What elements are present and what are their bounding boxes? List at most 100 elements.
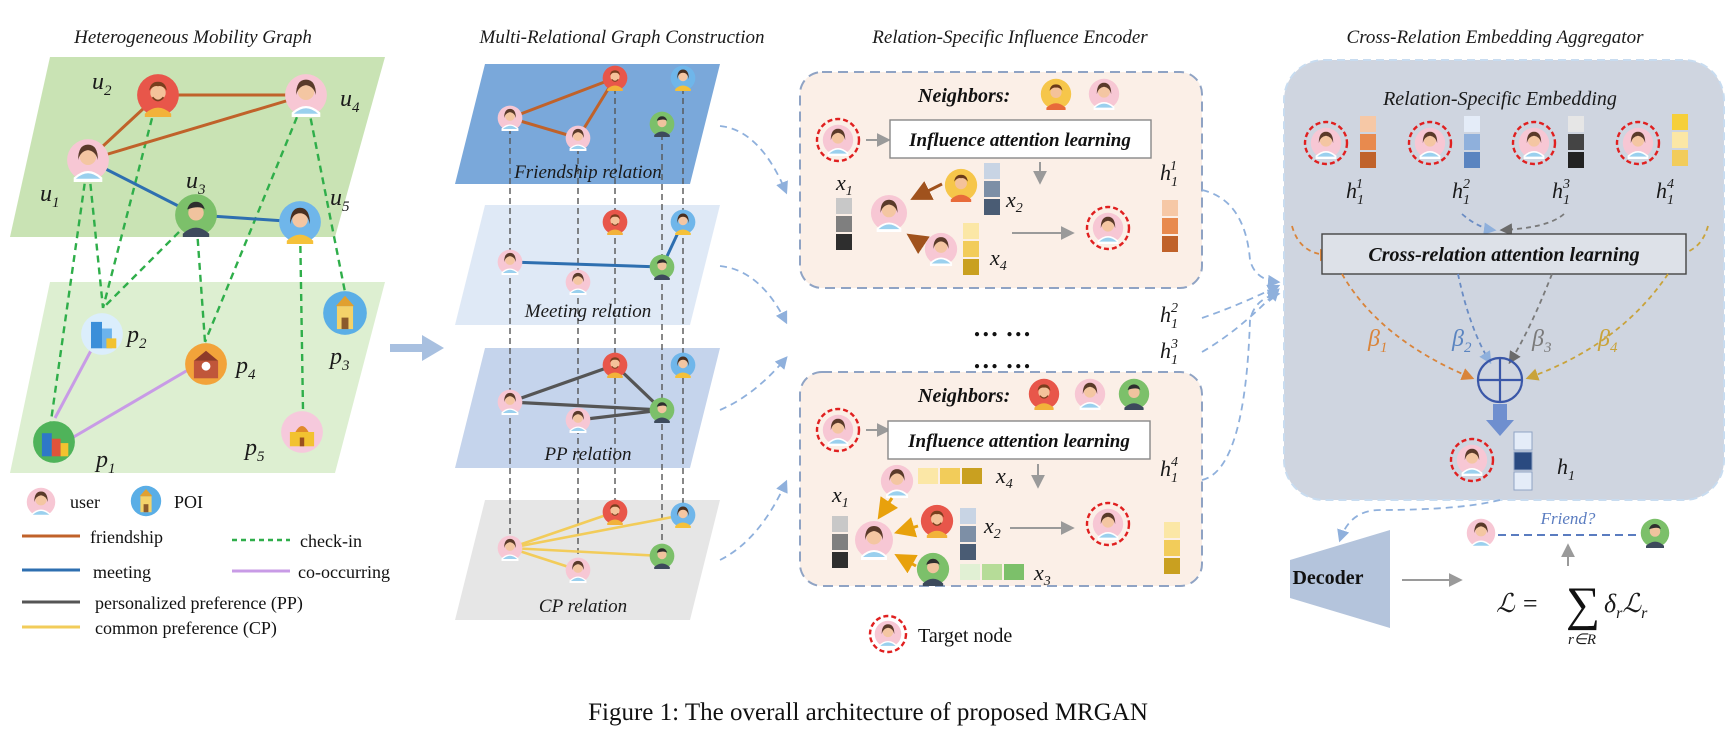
svg-text:r∈R: r∈R bbox=[1568, 632, 1596, 648]
plane-cp bbox=[455, 500, 720, 620]
label-p2: p2 bbox=[125, 322, 147, 352]
svg-text:β1: β1 bbox=[1367, 326, 1387, 356]
aggregator-panel bbox=[1283, 59, 1725, 501]
ellipsis-2: … … bbox=[973, 345, 1032, 374]
het-graph-title: Heterogeneous Mobility Graph bbox=[73, 27, 312, 48]
rse-label: Relation-Specific Embedding bbox=[1382, 88, 1617, 110]
h1-final-label: h1 bbox=[1557, 454, 1575, 484]
cross-relation-label: Cross-relation attention learning bbox=[1368, 244, 1639, 266]
encoder-to-aggregator-arrows bbox=[1201, 189, 1281, 481]
ellipsis-1: … … bbox=[973, 313, 1032, 342]
user-u5-avatar bbox=[279, 201, 321, 244]
x4-label-a: x4 bbox=[989, 245, 1007, 274]
x1-vector-b bbox=[832, 516, 848, 568]
figure-caption: Figure 1: The overall architecture of pr… bbox=[588, 699, 1148, 726]
h1-cp-vector bbox=[1164, 522, 1180, 574]
friend-candidate-b bbox=[1640, 518, 1670, 548]
cross-relation-box bbox=[1321, 233, 1687, 275]
beta-labels: β1 β2 β3 β4 bbox=[1367, 326, 1618, 356]
rel-cp-label: CP relation bbox=[539, 596, 627, 617]
label-u3: u3 bbox=[186, 168, 206, 198]
svg-text:h14: h14 bbox=[1656, 177, 1674, 208]
label-p4: p4 bbox=[234, 353, 256, 383]
h1-label-friendship: h11 bbox=[1160, 159, 1177, 190]
target-legend-avatar bbox=[874, 620, 902, 648]
x1-label-a: x1 bbox=[835, 170, 853, 199]
plane-pp bbox=[455, 348, 720, 468]
label-p1: p1 bbox=[94, 447, 116, 477]
influence-box-2 bbox=[887, 420, 1151, 460]
target-ring bbox=[815, 117, 861, 163]
x2-vector-a bbox=[984, 163, 1000, 215]
legend: user POI friendship check-in meeting co-… bbox=[22, 485, 390, 639]
rel-pp-edges bbox=[509, 363, 664, 422]
target-ring bbox=[1085, 205, 1131, 251]
label-p5: p5 bbox=[243, 435, 265, 465]
x3-label-b: x3 bbox=[1033, 560, 1051, 589]
label-u1: u1 bbox=[40, 181, 60, 211]
svg-text:h13: h13 bbox=[1552, 177, 1570, 208]
rel-friendship-label: Friendship relation bbox=[513, 162, 662, 183]
target-ring bbox=[815, 407, 861, 453]
label-u2: u2 bbox=[92, 69, 112, 99]
x4-label-b: x4 bbox=[995, 463, 1013, 492]
x1-label-b: x1 bbox=[831, 482, 849, 511]
friend-question: Friend? bbox=[1540, 509, 1596, 528]
influence-box-1 bbox=[889, 119, 1152, 159]
label-u5: u5 bbox=[330, 185, 350, 215]
rse-labels: h11 h12 h13 h14 bbox=[1346, 177, 1674, 208]
target-node-label: Target node bbox=[918, 625, 1012, 647]
aggregator-title: Cross-Relation Embedding Aggregator bbox=[1347, 27, 1645, 48]
final-target-ring bbox=[1449, 437, 1495, 483]
svg-text:ℒ =: ℒ = bbox=[1496, 589, 1539, 618]
influence-label-1: Influence attention learning bbox=[908, 130, 1131, 151]
poi-p5-icon bbox=[281, 411, 323, 453]
poi-p2-icon bbox=[81, 313, 123, 355]
layer-connectors bbox=[509, 78, 684, 570]
label-p3: p3 bbox=[328, 344, 350, 374]
stage-arrow-1 bbox=[390, 335, 444, 361]
mrg-title: Multi-Relational Graph Construction bbox=[479, 27, 765, 48]
svg-text:h11: h11 bbox=[1346, 177, 1363, 208]
legend-meeting-label: meeting bbox=[93, 562, 151, 582]
poi-p1-icon bbox=[33, 421, 75, 463]
decoder-label: Decoder bbox=[1292, 567, 1363, 589]
friend-candidate-a bbox=[1466, 518, 1496, 548]
neighbors-label-2: Neighbors: bbox=[917, 385, 1010, 407]
rel-pp-label: PP relation bbox=[543, 444, 631, 465]
legend-poi-icon bbox=[130, 485, 162, 517]
h1-friendship-vector bbox=[1162, 200, 1178, 252]
aggregate-arrow bbox=[1486, 404, 1514, 436]
neighbors-label-1: Neighbors: bbox=[917, 85, 1010, 107]
target-legend-ring bbox=[868, 614, 908, 654]
svg-text:δrℒr: δrℒr bbox=[1604, 589, 1648, 622]
svg-text:β4: β4 bbox=[1597, 326, 1618, 356]
x1-vector-a bbox=[836, 198, 852, 250]
x4-vector-a bbox=[963, 223, 979, 275]
h1-label-meeting: h12 bbox=[1160, 301, 1178, 332]
svg-text:∑: ∑ bbox=[1566, 578, 1600, 631]
h1-label-pp: h13 bbox=[1160, 337, 1178, 368]
h1-final-vector bbox=[1513, 431, 1533, 491]
h1-label-cp: h14 bbox=[1160, 455, 1178, 486]
relation-embeddings bbox=[1303, 114, 1688, 168]
x4-vector-b bbox=[918, 468, 982, 484]
legend-checkin-label: check-in bbox=[300, 531, 362, 551]
target-ring bbox=[1085, 501, 1131, 547]
encoder-title: Relation-Specific Influence Encoder bbox=[871, 27, 1148, 48]
influence-label-2: Influence attention learning bbox=[907, 431, 1130, 452]
legend-poi-label: POI bbox=[174, 492, 203, 512]
svg-text:h12: h12 bbox=[1452, 177, 1470, 208]
legend-cp-label: common preference (CP) bbox=[95, 618, 277, 639]
legend-user-icon bbox=[26, 487, 56, 517]
relation-to-encoder-arrows bbox=[719, 125, 788, 561]
x3-vector-b bbox=[960, 564, 1024, 580]
rel-meeting-label: Meeting relation bbox=[524, 301, 651, 322]
loss-formula: ℒ = ∑ r∈R δrℒr bbox=[1496, 578, 1648, 648]
x2-label-a: x2 bbox=[1005, 187, 1023, 216]
legend-pp-label: personalized preference (PP) bbox=[95, 593, 303, 614]
svg-text:β2: β2 bbox=[1451, 326, 1472, 356]
x2-vector-b bbox=[960, 508, 976, 560]
